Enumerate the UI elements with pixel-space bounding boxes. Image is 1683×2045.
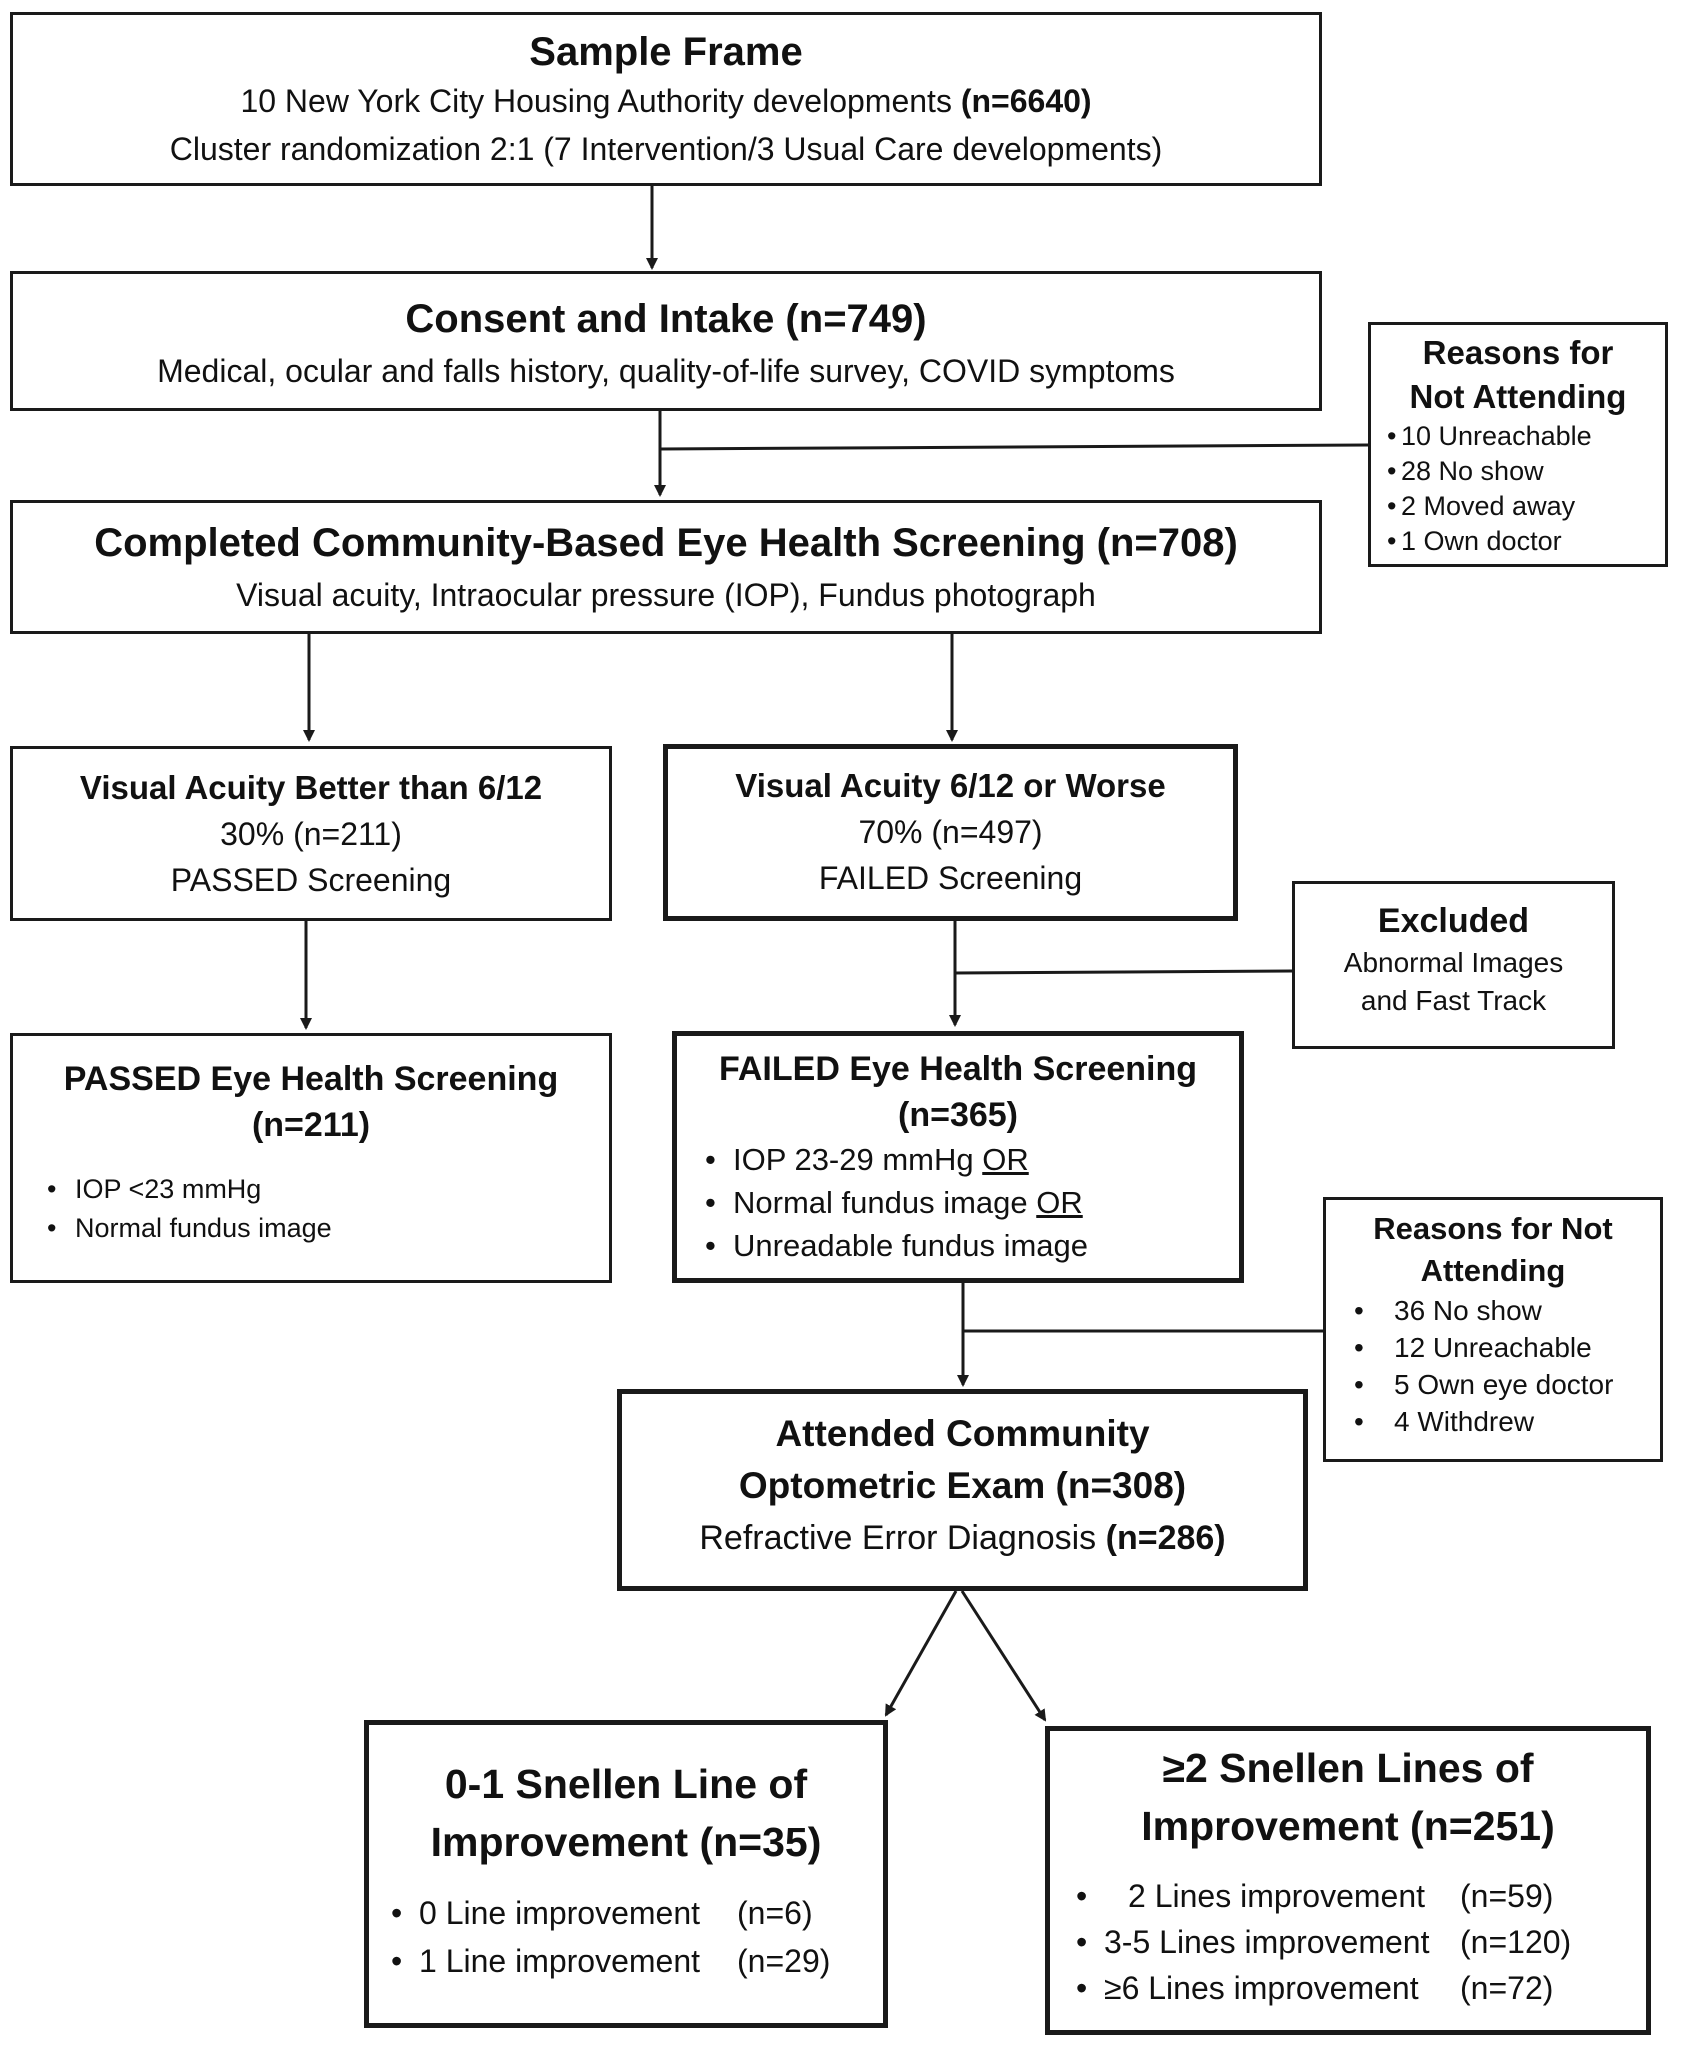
- optometric-title-line-2: Optometric Exam (n=308): [738, 1465, 1187, 1506]
- sample-frame-line-1-text: 10 New York City Housing Authority devel…: [240, 83, 961, 119]
- snellen-high-title-text: 2 Snellen Lines of: [1184, 1745, 1534, 1791]
- failed-health-item-1-text: IOP 23-29 mmHg: [733, 1142, 983, 1177]
- consent-box: Consent and Intake (n=749) Medical, ocul…: [10, 271, 1322, 411]
- snellen-high-item: 3-5 Lines improvement (n=120): [1070, 1919, 1646, 1965]
- consent-line: Medical, ocular and falls history, quali…: [157, 353, 1175, 389]
- va-worse-percent: 70% (n=497): [858, 814, 1043, 850]
- failed-health-list: IOP 23-29 mmHg OR Normal fundus image OR…: [699, 1138, 1239, 1267]
- snellen-high-item: 2 Lines improvement (n=59): [1070, 1873, 1646, 1919]
- snellen-high-item-label: 6 Lines improvement: [1121, 1970, 1419, 2006]
- snellen-low-list: 0 Line improvement (n=6) 1 Line improveme…: [385, 1889, 883, 1985]
- snellen-high-item-count: (n=59): [1460, 1878, 1554, 1914]
- passed-health-title-line-2: (n=211): [251, 1106, 371, 1144]
- greater-equal-symbol: ≥: [1104, 1970, 1122, 2006]
- passed-health-box: PASSED Eye Health Screening (n=211) IOP …: [10, 1033, 612, 1283]
- snellen-high-title-line-2: Improvement (n=251): [1141, 1803, 1555, 1849]
- excluded-line-1: Abnormal Images: [1343, 947, 1564, 978]
- failed-health-item: IOP 23-29 mmHg OR: [699, 1138, 1239, 1181]
- failed-health-item-2-text: Normal fundus image: [733, 1185, 1037, 1220]
- screening-line: Visual acuity, Intraocular pressure (IOP…: [236, 577, 1096, 613]
- passed-health-title-line-1: PASSED Eye Health Screening: [63, 1060, 559, 1098]
- failed-health-title-line-2: (n=365): [898, 1096, 1018, 1134]
- snellen-high-item-label: 2 Lines improvement: [1128, 1878, 1426, 1914]
- not-attending-2-item: 5 Own eye doctor: [1348, 1366, 1660, 1403]
- snellen-low-item-label: 1 Line improvement: [419, 1943, 701, 1979]
- sample-frame-count: (n=6640): [960, 83, 1092, 119]
- failed-health-box: FAILED Eye Health Screening (n=365) IOP …: [672, 1031, 1244, 1283]
- not-attending-1-title-line-2: Not Attending: [1409, 378, 1627, 415]
- failed-health-title-line-1: FAILED Eye Health Screening: [718, 1050, 1198, 1088]
- snellen-low-item-label: 0 Line improvement: [419, 1895, 701, 1931]
- va-better-status: PASSED Screening: [170, 862, 452, 898]
- not-attending-1-item: 2 Moved away: [1381, 489, 1665, 524]
- not-attending-2-item: 4 Withdrew: [1348, 1403, 1660, 1440]
- not-attending-box-2: Reasons for Not Attending 36 No show 12 …: [1323, 1197, 1663, 1462]
- snellen-high-item-label-wrap: ≥6 Lines improvement: [1104, 1965, 1460, 2011]
- optometric-line-3-text: Refractive Error Diagnosis: [699, 1519, 1106, 1557]
- va-worse-status: FAILED Screening: [818, 860, 1083, 896]
- failed-health-item-1-or: OR: [982, 1142, 1029, 1177]
- sample-frame-box: Sample Frame 10 New York City Housing Au…: [10, 12, 1322, 186]
- failed-health-item: Unreadable fundus image: [699, 1224, 1239, 1267]
- not-attending-2-title-line-2: Attending: [1420, 1253, 1566, 1288]
- va-worse-title: Visual Acuity 6/12 or Worse: [735, 767, 1166, 804]
- not-attending-1-list: 10 Unreachable 28 No show 2 Moved away 1…: [1381, 419, 1665, 559]
- snellen-low-item-count: (n=6): [737, 1895, 813, 1931]
- optometric-refractive-count: (n=286): [1105, 1519, 1226, 1557]
- snellen-low-item: 0 Line improvement (n=6): [385, 1889, 883, 1937]
- not-attending-1-item: 10 Unreachable: [1381, 419, 1665, 454]
- snellen-low-box: 0-1 Snellen Line of Improvement (n=35) 0…: [364, 1720, 888, 2028]
- snellen-high-item-label: 3-5 Lines improvement: [1104, 1924, 1430, 1960]
- branch-line-excluded: [954, 969, 1293, 975]
- passed-health-item: IOP <23 mmHg: [41, 1170, 609, 1209]
- arrow-optometric-to-snellen-high: [960, 1590, 1047, 1722]
- snellen-high-item-count: (n=72): [1460, 1970, 1554, 2006]
- va-better-percent: 30% (n=211): [220, 816, 402, 852]
- not-attending-2-item: 36 No show: [1348, 1292, 1660, 1329]
- snellen-low-item: 1 Line improvement (n=29): [385, 1937, 883, 1985]
- not-attending-1-item: 1 Own doctor: [1381, 524, 1665, 559]
- snellen-high-list: 2 Lines improvement (n=59) 3-5 Lines impr…: [1070, 1873, 1646, 2011]
- not-attending-1-item: 28 No show: [1381, 454, 1665, 489]
- sample-frame-line-2: Cluster randomization 2:1 (7 Interventio…: [169, 131, 1163, 167]
- excluded-title: Excluded: [1377, 902, 1530, 940]
- sample-frame-title: Sample Frame: [529, 30, 803, 74]
- optometric-title-line-1: Attended Community: [775, 1413, 1150, 1454]
- greater-equal-symbol: ≥: [1162, 1745, 1185, 1791]
- passed-health-list: IOP <23 mmHg Normal fundus image: [41, 1170, 609, 1248]
- snellen-high-item: ≥6 Lines improvement(n=72): [1070, 1965, 1646, 2011]
- passed-health-item: Normal fundus image: [41, 1209, 609, 1248]
- snellen-low-title-line-1: 0-1 Snellen Line of: [444, 1761, 808, 1807]
- branch-line-not-attending-1: [659, 443, 1369, 451]
- va-worse-box: Visual Acuity 6/12 or Worse 70% (n=497) …: [663, 744, 1238, 921]
- snellen-high-box: ≥2 Snellen Lines of Improvement (n=251) …: [1045, 1726, 1651, 2035]
- snellen-low-item-count: (n=29): [737, 1943, 831, 1979]
- failed-health-item: Normal fundus image OR: [699, 1181, 1239, 1224]
- consent-title: Consent and Intake (n=749): [405, 297, 927, 341]
- snellen-low-title-line-2: Improvement (n=35): [430, 1819, 822, 1865]
- not-attending-2-list: 36 No show 12 Unreachable 5 Own eye doct…: [1348, 1292, 1660, 1440]
- optometric-line-3: Refractive Error Diagnosis (n=286): [622, 1512, 1303, 1564]
- optometric-box: Attended Community Optometric Exam (n=30…: [617, 1389, 1308, 1591]
- not-attending-1-title-line-1: Reasons for: [1422, 334, 1614, 371]
- not-attending-box-1: Reasons for Not Attending 10 Unreachable…: [1368, 322, 1668, 567]
- va-better-title: Visual Acuity Better than 6/12: [79, 769, 543, 806]
- snellen-high-item-count: (n=120): [1460, 1924, 1572, 1960]
- va-better-box: Visual Acuity Better than 6/12 30% (n=21…: [10, 746, 612, 921]
- screening-box: Completed Community-Based Eye Health Scr…: [10, 500, 1322, 634]
- failed-health-item-2-or: OR: [1036, 1185, 1083, 1220]
- excluded-box: Excluded Abnormal Images and Fast Track: [1292, 881, 1615, 1049]
- screening-title: Completed Community-Based Eye Health Scr…: [94, 521, 1238, 565]
- not-attending-2-item: 12 Unreachable: [1348, 1329, 1660, 1366]
- arrow-optometric-to-snellen-low: [884, 1590, 958, 1717]
- not-attending-2-title-line-1: Reasons for Not: [1373, 1211, 1613, 1246]
- sample-frame-line-1: 10 New York City Housing Authority devel…: [13, 77, 1319, 125]
- snellen-high-title-line-1: ≥2 Snellen Lines of: [1050, 1739, 1646, 1797]
- excluded-line-2: and Fast Track: [1360, 985, 1547, 1016]
